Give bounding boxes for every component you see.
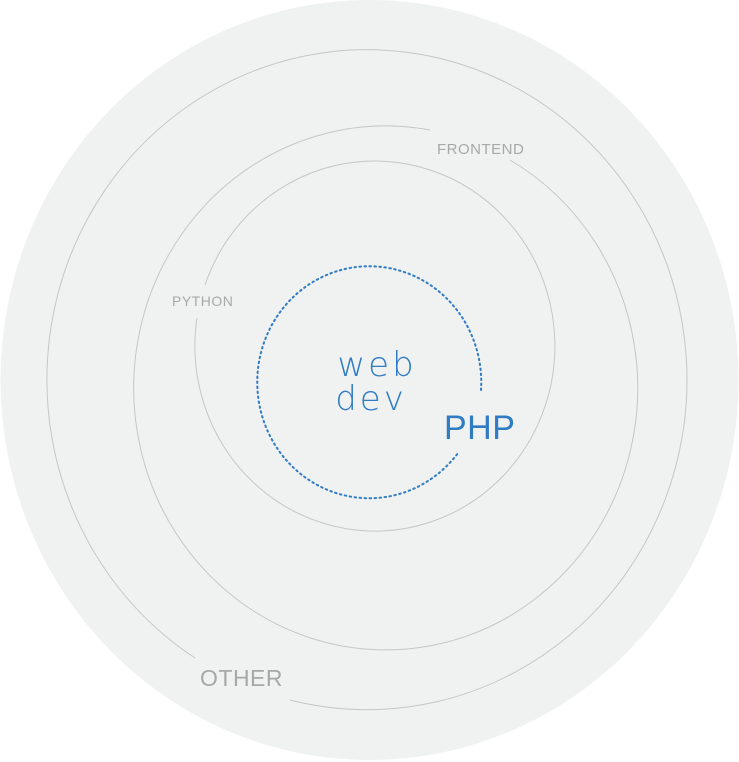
ring-python — [194, 160, 556, 532]
ring-other — [46, 49, 688, 711]
ring-php — [256, 265, 483, 500]
center-label-line1: web — [337, 345, 416, 385]
ring-label-other: OTHER — [200, 665, 283, 691]
center-label-line2: dev — [335, 379, 407, 419]
ring-label-frontend: FRONTEND — [437, 141, 524, 158]
ring-frontend — [133, 125, 639, 651]
ring-label-python: PYTHON — [172, 293, 233, 309]
ring-label-php: PHP — [444, 409, 515, 447]
